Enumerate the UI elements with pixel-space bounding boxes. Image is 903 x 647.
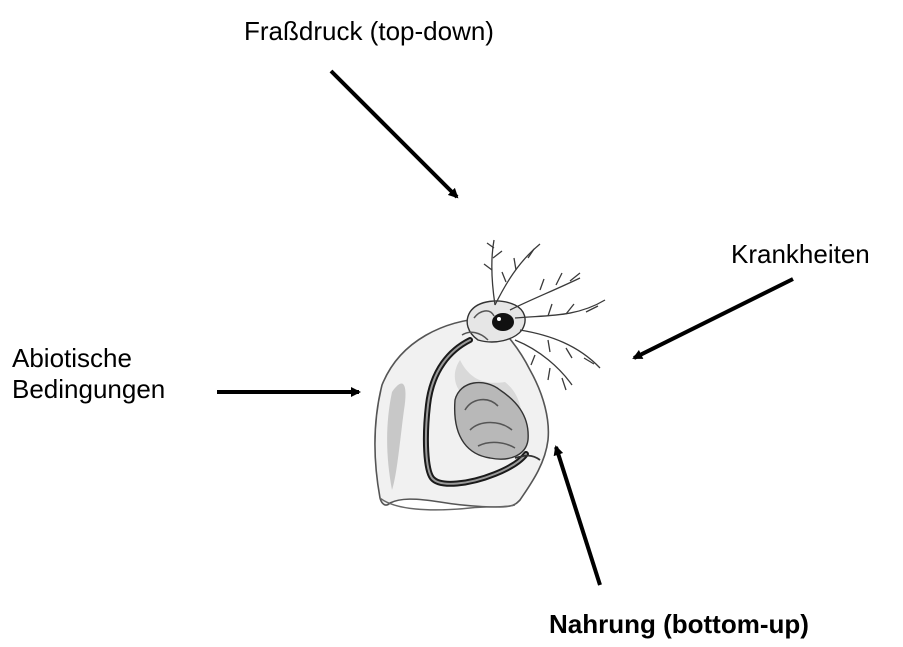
arrow-bottom-up bbox=[556, 447, 600, 585]
arrow-krankheiten bbox=[634, 279, 793, 358]
label-abiotische-line1: Abiotische bbox=[12, 343, 165, 374]
daphnia-eye-highlight bbox=[497, 317, 501, 321]
label-top-down: Fraßdruck (top-down) bbox=[244, 16, 494, 47]
arrow-top-down bbox=[331, 71, 457, 197]
daphnia-eye bbox=[492, 313, 514, 331]
label-abiotische-line2: Bedingungen bbox=[12, 374, 165, 405]
label-bottom-up: Nahrung (bottom-up) bbox=[549, 609, 809, 640]
label-abiotische-bedingungen: Abiotische Bedingungen bbox=[12, 343, 165, 405]
daphnia-illustration bbox=[375, 240, 605, 510]
label-krankheiten: Krankheiten bbox=[731, 239, 870, 270]
